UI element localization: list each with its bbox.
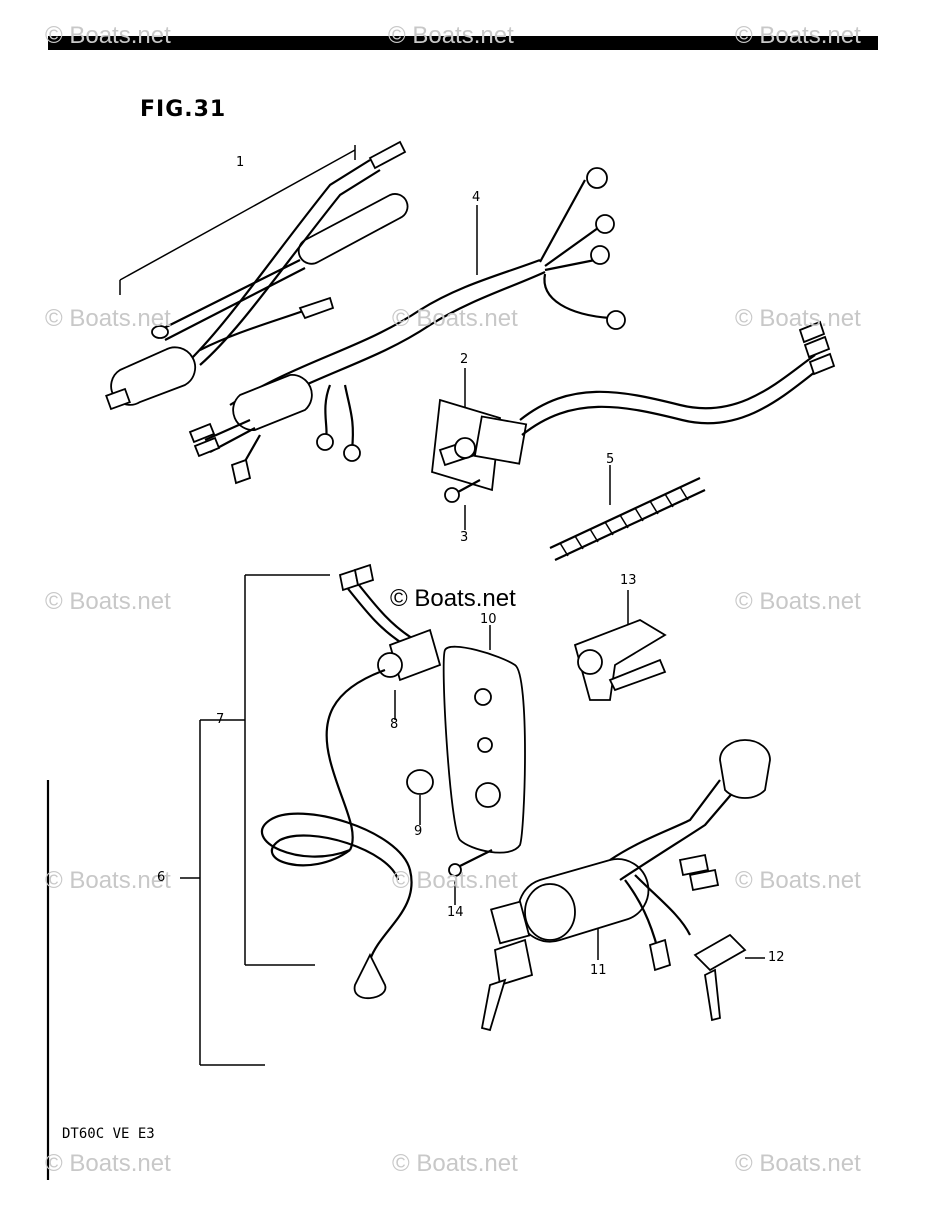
- watermark: © Boats.net: [45, 867, 171, 894]
- callout-12: 12: [768, 950, 785, 965]
- callout-4: 4: [472, 190, 481, 205]
- watermark: © Boats.net: [388, 22, 514, 49]
- model-code: DT60C VE E3: [62, 1126, 155, 1142]
- watermark: © Boats.net: [45, 305, 171, 332]
- part-8-stop-switch: [261, 563, 442, 1000]
- callout-9: 9: [414, 824, 423, 839]
- part-3-screw: [444, 479, 481, 530]
- watermark: © Boats.net: [45, 22, 171, 49]
- watermark: © Boats.net: [45, 588, 171, 615]
- watermark: © Boats.net: [392, 1150, 518, 1177]
- callout-13: 13: [620, 573, 637, 588]
- callout-10: 10: [480, 612, 497, 627]
- copyright-notice: © Boats.net: [390, 585, 516, 612]
- watermark: © Boats.net: [45, 1150, 171, 1177]
- part-11-key-switch: [480, 739, 771, 1032]
- callout-11: 11: [590, 963, 607, 978]
- callout-2: 2: [460, 352, 469, 367]
- part-5-spiral-tube: [549, 465, 706, 561]
- watermark: © Boats.net: [735, 1150, 861, 1177]
- part-2-switch: [431, 320, 836, 492]
- watermark: © Boats.net: [735, 305, 861, 332]
- watermark: © Boats.net: [735, 867, 861, 894]
- part-12-key: [693, 933, 765, 1022]
- part-4-wire-harness: [188, 167, 626, 485]
- part-10-plate: [442, 625, 526, 854]
- figure-title: FIG.31: [140, 97, 227, 122]
- watermark: © Boats.net: [735, 588, 861, 615]
- watermark: © Boats.net: [735, 22, 861, 49]
- callout-7: 7: [216, 712, 225, 727]
- callout-8: 8: [390, 717, 399, 732]
- callout-brackets: [180, 574, 330, 1066]
- watermark: © Boats.net: [392, 305, 518, 332]
- callout-5: 5: [606, 452, 615, 467]
- callout-3: 3: [460, 530, 469, 545]
- watermark: © Boats.net: [392, 867, 518, 894]
- callout-6: 6: [157, 870, 166, 885]
- part-9-plug: [406, 769, 434, 825]
- part-13-bracket: [573, 590, 667, 701]
- callout-14: 14: [447, 905, 464, 920]
- part-1-tube-assembly: [105, 140, 409, 411]
- callout-1: 1: [236, 155, 245, 170]
- part-14-screw: [448, 849, 493, 905]
- top-border-bar: [48, 36, 878, 50]
